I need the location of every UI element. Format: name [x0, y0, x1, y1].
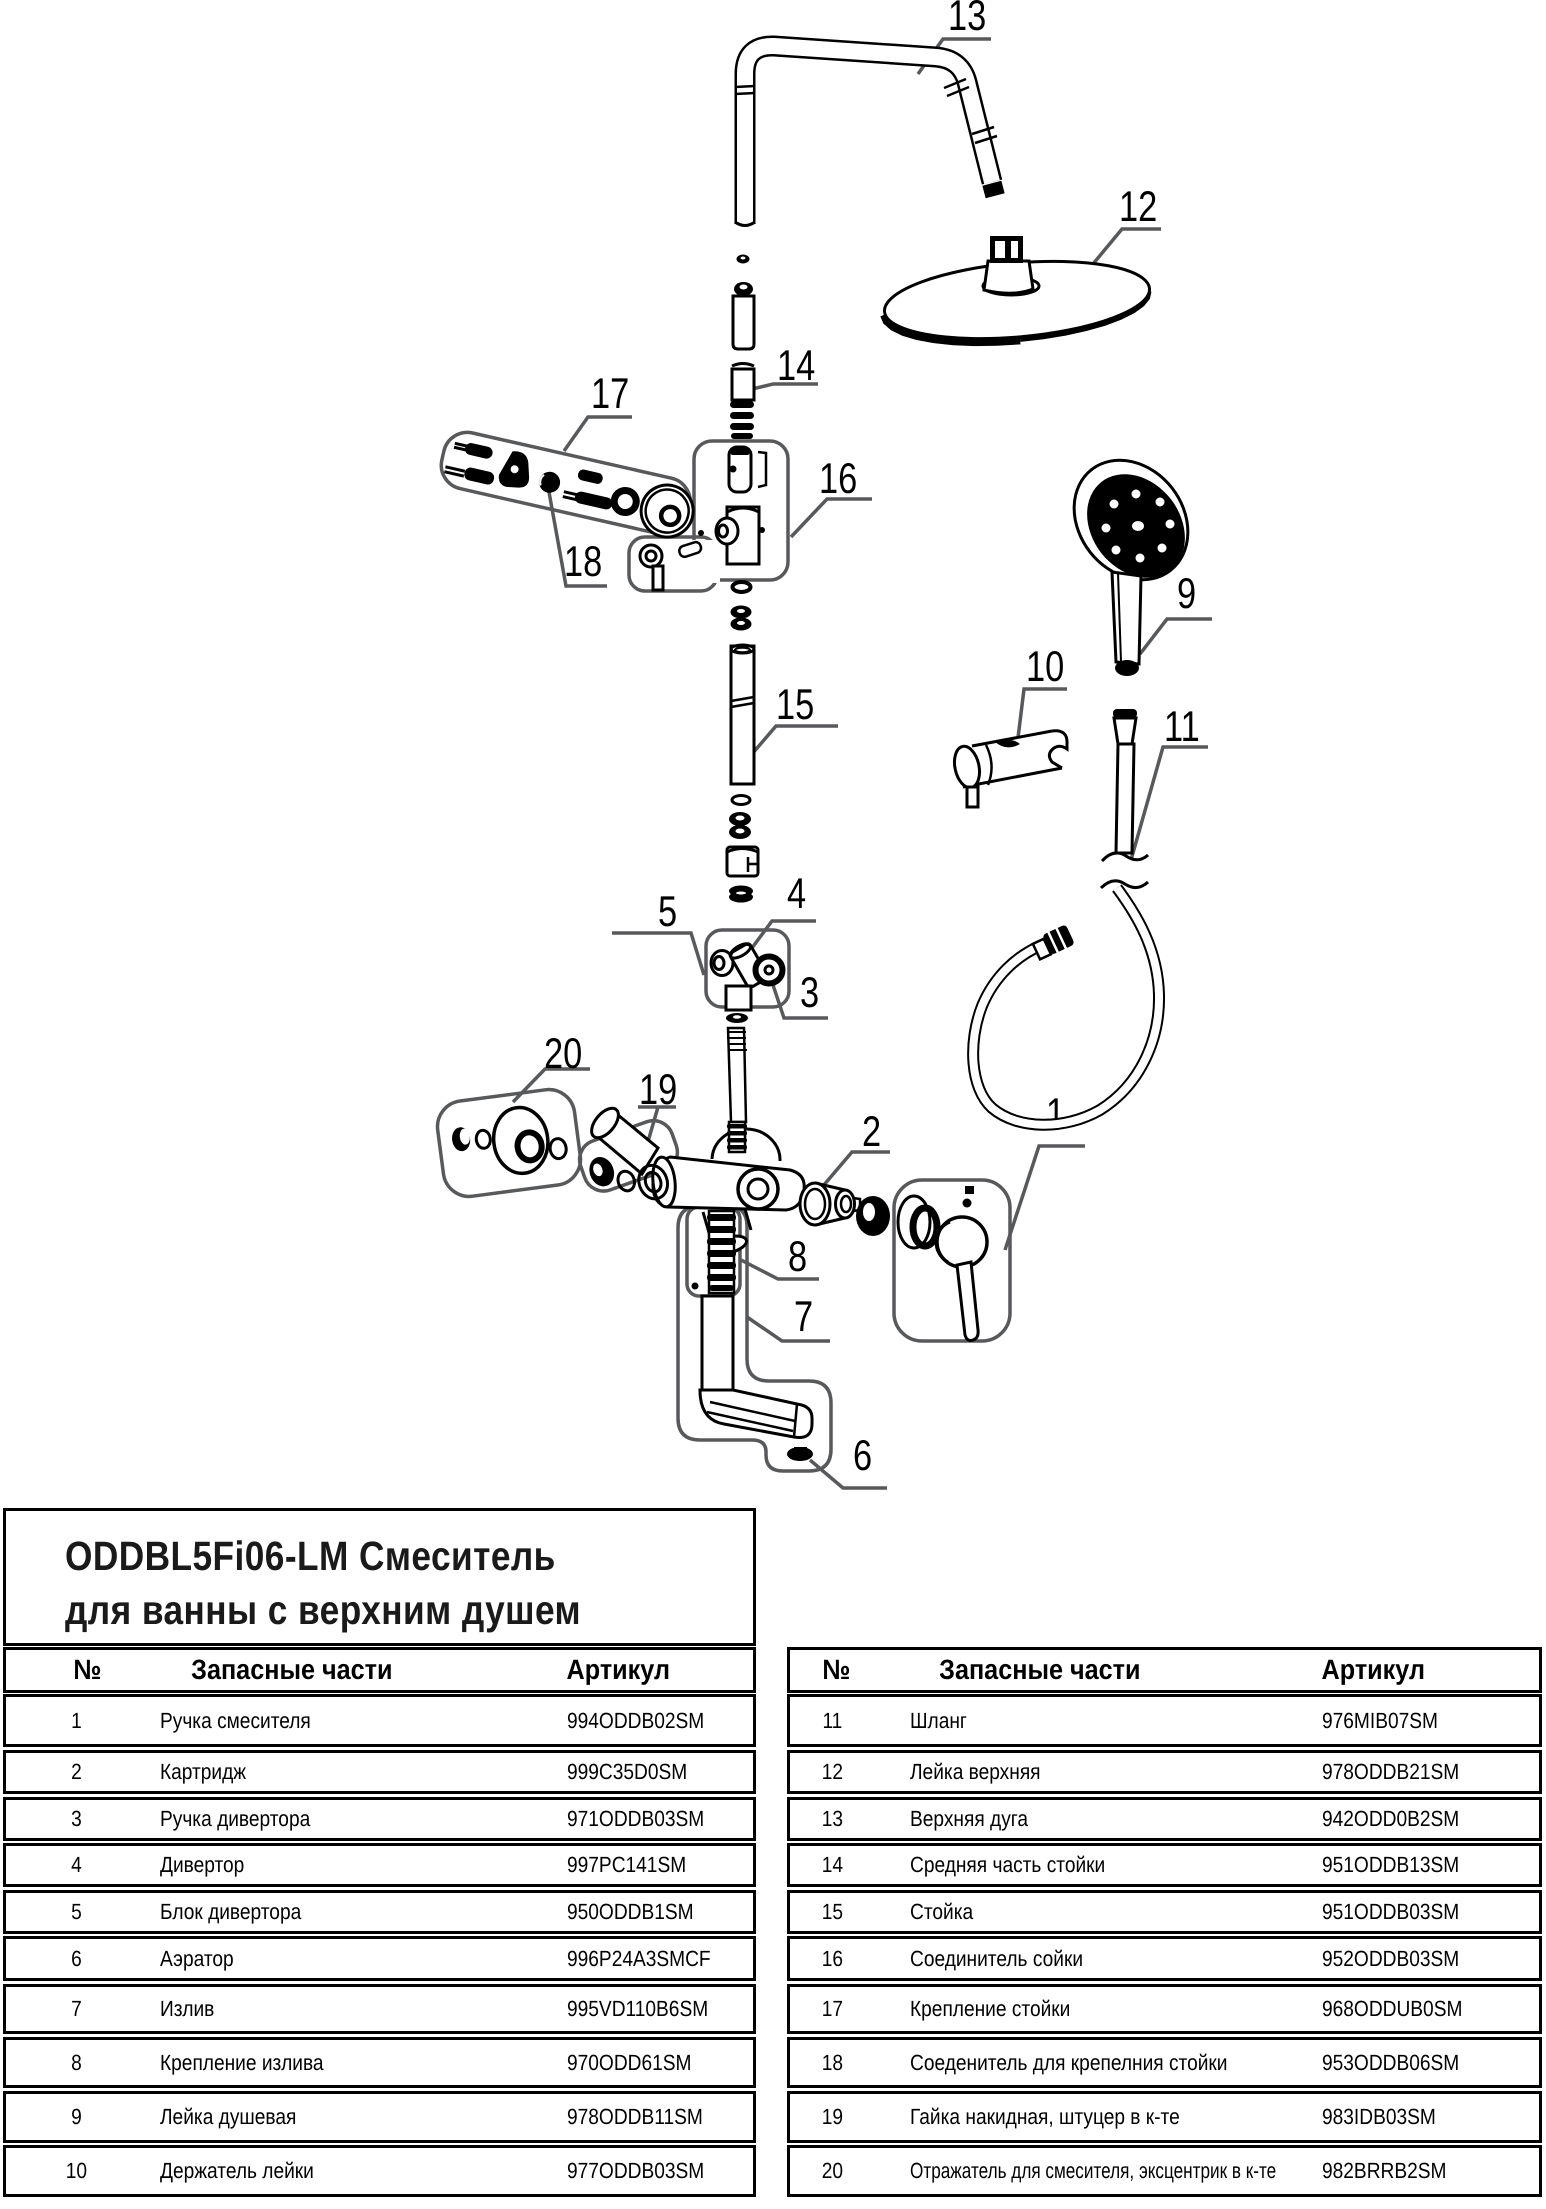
- svg-text:14: 14: [777, 342, 815, 390]
- svg-text:7: 7: [794, 1293, 813, 1341]
- svg-text:16: 16: [819, 455, 857, 503]
- svg-text:15: 15: [776, 681, 814, 729]
- svg-text:13: 13: [948, 0, 986, 40]
- svg-text:12: 12: [1119, 183, 1157, 231]
- svg-text:11: 11: [1164, 703, 1200, 751]
- svg-text:19: 19: [639, 1066, 677, 1114]
- svg-text:18: 18: [564, 538, 602, 586]
- svg-text:5: 5: [658, 888, 677, 936]
- svg-text:4: 4: [787, 870, 806, 918]
- svg-text:17: 17: [591, 370, 629, 418]
- svg-text:20: 20: [544, 1030, 582, 1078]
- svg-text:1: 1: [1046, 1090, 1065, 1138]
- svg-text:3: 3: [800, 969, 819, 1017]
- svg-text:10: 10: [1026, 643, 1064, 691]
- svg-text:6: 6: [853, 1432, 872, 1480]
- svg-text:8: 8: [788, 1233, 807, 1281]
- svg-text:9: 9: [1177, 570, 1196, 618]
- svg-text:2: 2: [862, 1108, 881, 1156]
